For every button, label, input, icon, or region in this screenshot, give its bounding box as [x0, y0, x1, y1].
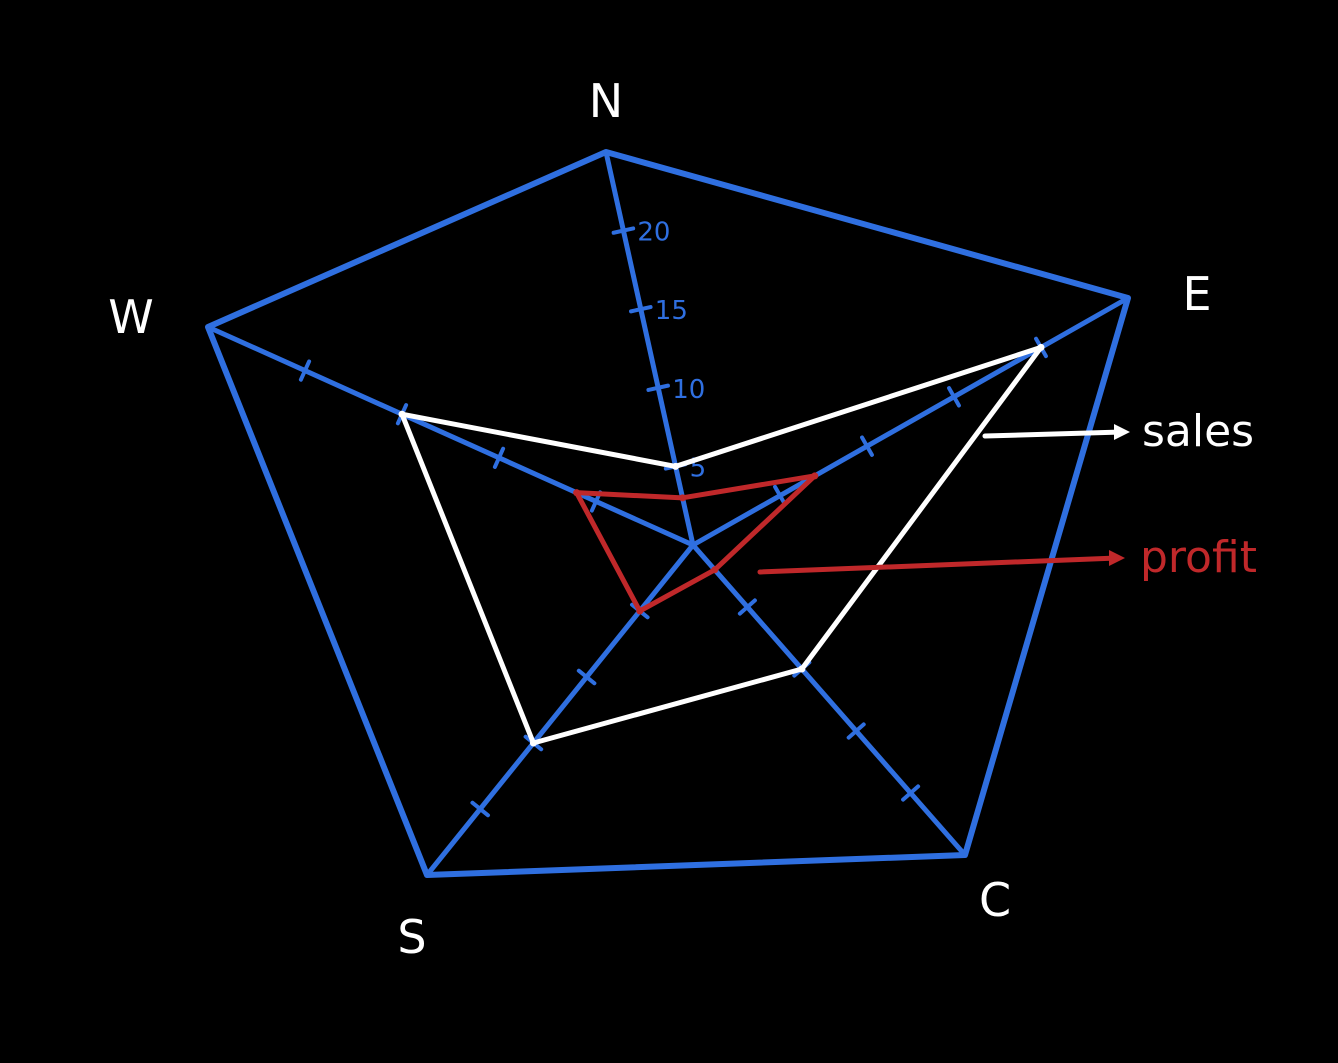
- point-sales-W: [398, 410, 406, 418]
- legend: sales profit: [757, 406, 1257, 583]
- series-profit-polygon: [574, 473, 818, 614]
- axis-spoke-W: [205, 324, 696, 548]
- axis-spoke-S: [424, 542, 696, 878]
- point-profit-S: [636, 607, 644, 615]
- point-sales-N: [672, 462, 680, 470]
- tick-mark-S-20: [470, 800, 490, 818]
- tick-mark-S-10: [576, 668, 597, 686]
- axis-spoke-C: [690, 542, 968, 858]
- point-sales-C: [798, 665, 806, 673]
- axis-label-S: S: [397, 910, 426, 964]
- tick-mark-W-20: [298, 359, 312, 382]
- point-profit-W: [573, 489, 581, 497]
- point-profit-E: [811, 472, 819, 480]
- legend-arrow-profit: [757, 555, 1120, 575]
- axis-spoke-E: [690, 295, 1131, 548]
- tick-mark-N-20: [611, 226, 636, 235]
- series-polygons: [398, 343, 1045, 747]
- axis-spoke-N: [603, 149, 696, 548]
- tick-mark-E-10: [860, 435, 874, 457]
- tick-mark-N-10: [646, 383, 670, 392]
- legend-label-sales: sales: [1142, 406, 1254, 457]
- legend-arrowhead-profit: [1109, 550, 1125, 566]
- tick-mark-C-15: [846, 722, 866, 740]
- point-sales-S: [529, 739, 537, 747]
- axis-label-E: E: [1182, 267, 1211, 321]
- frame-polygon: [205, 149, 1131, 878]
- point-profit-C: [711, 566, 719, 574]
- tick-mark-N-15: [629, 305, 653, 314]
- point-sales-E: [1037, 343, 1045, 351]
- tick-mark-E-5: [773, 484, 787, 507]
- outer-frame: [205, 149, 1131, 878]
- axis-label-C: C: [979, 873, 1011, 927]
- tick-label-20: 20: [637, 218, 670, 248]
- point-profit-N: [679, 494, 687, 502]
- tick-mark-C-20: [901, 784, 921, 802]
- tick-mark-E-15: [947, 386, 961, 408]
- tick-mark-C-5: [737, 598, 757, 616]
- axis-labels: N E C S W: [108, 74, 1211, 964]
- legend-label-profit: profit: [1140, 532, 1257, 583]
- axis-label-N: N: [589, 74, 623, 128]
- legend-arrowhead-sales: [1114, 424, 1130, 440]
- tick-mark-W-10: [492, 446, 506, 469]
- axis-spokes: [205, 149, 1131, 878]
- tick-label-10: 10: [672, 375, 705, 405]
- axis-label-W: W: [108, 290, 153, 344]
- tick-label-15: 15: [655, 296, 688, 326]
- legend-arrow-sales: [982, 429, 1125, 439]
- series-sales-polygon: [399, 344, 1044, 746]
